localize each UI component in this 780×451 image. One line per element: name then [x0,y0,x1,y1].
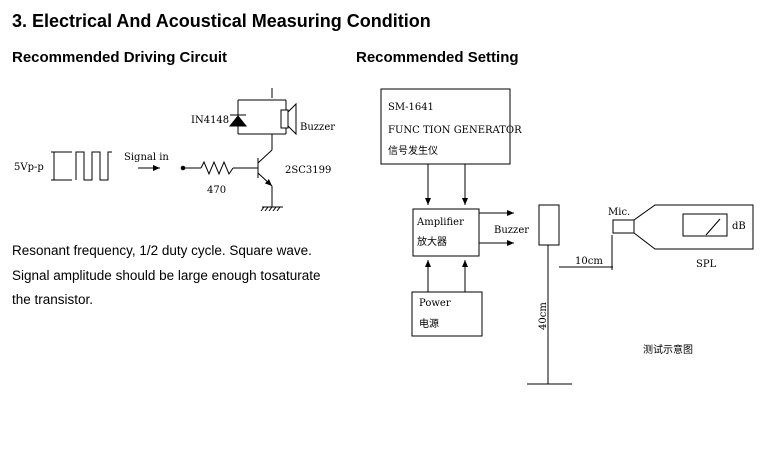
generator-line: FUNC TION GENERATOR [388,125,522,136]
microphone [612,219,635,234]
driving-circuit-title: Recommended Driving Circuit [12,49,228,66]
resistor [200,160,234,176]
diode [228,115,248,127]
resistor-label: 470 [207,185,226,196]
generator-line: 信号发生仪 [388,144,438,157]
transistor-emitter [257,172,273,187]
square-wave [75,151,112,181]
driving-circuit-diagram [51,88,297,212]
spl-meter [633,204,754,250]
transistor-collector [257,149,273,164]
section-heading: 3. Electrical And Acoustical Measuring C… [12,11,431,31]
voltage-label: 5Vp-p [14,162,44,173]
amplifier-line: Amplifier [416,217,464,228]
amplifier-box [412,208,480,257]
power-box [411,291,483,337]
description: Resonant frequency, 1/2 duty cycle. Squa… [12,239,352,313]
buzzer-symbol [280,109,289,129]
driving-circuit-labels: IN4148 Buzzer 5Vp-p Signal in 470 2SC319… [14,115,335,196]
height-label: 40cm [538,302,549,330]
meter-display [682,213,728,237]
setting-labels: SM-1641 FUNC TION GENERATOR 信号发生仪 Amplif… [388,102,746,356]
db-label: dB [732,221,746,232]
power-line: Power [419,298,451,309]
signal-label: Signal in [124,152,169,163]
generator-box [380,88,511,165]
description-line: Resonant frequency, 1/2 duty cycle. Squa… [12,243,312,258]
power-line: 电源 [419,317,439,330]
distance-label: 10cm [575,256,603,267]
description-line: the transistor. [12,292,94,307]
setting-diagram [380,88,754,385]
transistor-label: 2SC3199 [285,165,331,176]
generator-line: SM-1641 [388,102,434,113]
buzzer-label: Buzzer [494,225,529,236]
buzzer-label: Buzzer [300,122,335,133]
buzzer-bracket [538,204,560,246]
spl-label: SPL [696,259,717,270]
diagram-caption: 测试示意图 [643,343,693,356]
setting-title: Recommended Setting [356,49,519,66]
description-line: Signal amplitude should be large enough … [12,267,321,283]
mic-label: Mic. [608,207,630,218]
diode-label: IN4148 [191,115,229,126]
meter-needle [705,218,721,236]
amplifier-line: 放大器 [417,235,447,248]
